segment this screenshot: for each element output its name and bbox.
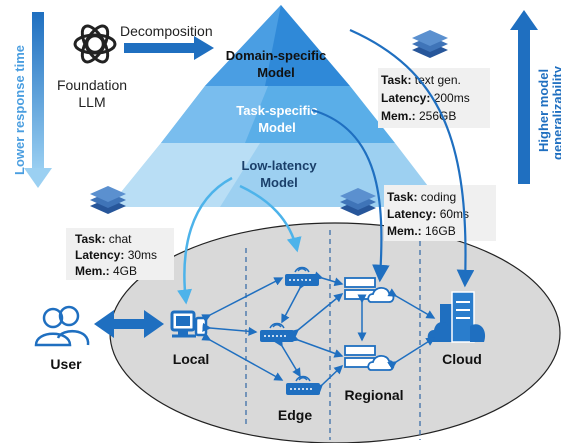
pyramid-mid-line2: Model [258,120,296,135]
local-card-mem: Mem.: 4GB [75,264,137,278]
local-model-card [66,228,174,280]
network-ellipse [109,222,561,443]
task-model-to-regional-arrow [311,108,390,283]
response-time-arrow [24,12,52,188]
cloud-card-mem: Mem.: 256GB [381,109,456,123]
router-icon [286,375,320,395]
pyramid-top-line1: Domain-specific [226,48,326,63]
layers-stack-icon [340,188,376,216]
openai-logo-icon [73,24,117,64]
regional-label: Regional [344,387,403,403]
local-card-task: Task: chat [75,232,132,246]
edge-label: Edge [278,407,312,423]
generalizability-label-line2: generalizability [550,65,561,160]
cloud-label: Cloud [442,351,482,367]
user-label: User [50,356,82,372]
regional-card-task: Task: coding [387,190,456,204]
pyramid-bottom-line2: Model [260,175,298,190]
pyramid-top-line2: Model [257,65,295,80]
model-pyramid [109,5,444,207]
pyramid-mid-line1: Task-specific [236,103,317,118]
layers-stack-icon [412,30,448,58]
cloud-card-latency: Latency: 200ms [381,91,470,105]
domain-model-to-cloud-arrow [349,28,475,288]
cloud-datacenter-icon [427,291,486,343]
regional-model-card [384,185,496,241]
network-connections [201,271,436,394]
generalizability-arrow [510,10,538,184]
cloud-model-card [378,68,490,128]
local-label: Local [173,351,210,367]
regional-card-latency: Latency: 60ms [387,207,469,221]
pyramid-bottom-line1: Low-latency [241,158,317,173]
low-latency-to-local-arrow [177,176,233,305]
low-latency-to-edge-arrow [239,184,302,253]
local-card-latency: Latency: 30ms [75,248,157,262]
foundation-line2: LLM [78,94,105,110]
foundation-line1: Foundation [57,77,127,93]
user-icon [34,305,90,347]
generalizability-label-line1: Higher model [536,69,551,152]
decomposition-arrow [124,36,214,60]
decomposition-label: Decomposition [120,23,213,39]
layers-stack-icon [90,186,126,214]
regional-card-mem: Mem.: 16GB [387,224,456,238]
response-time-label: Lower response time [12,45,27,175]
user-local-connection [94,310,164,338]
